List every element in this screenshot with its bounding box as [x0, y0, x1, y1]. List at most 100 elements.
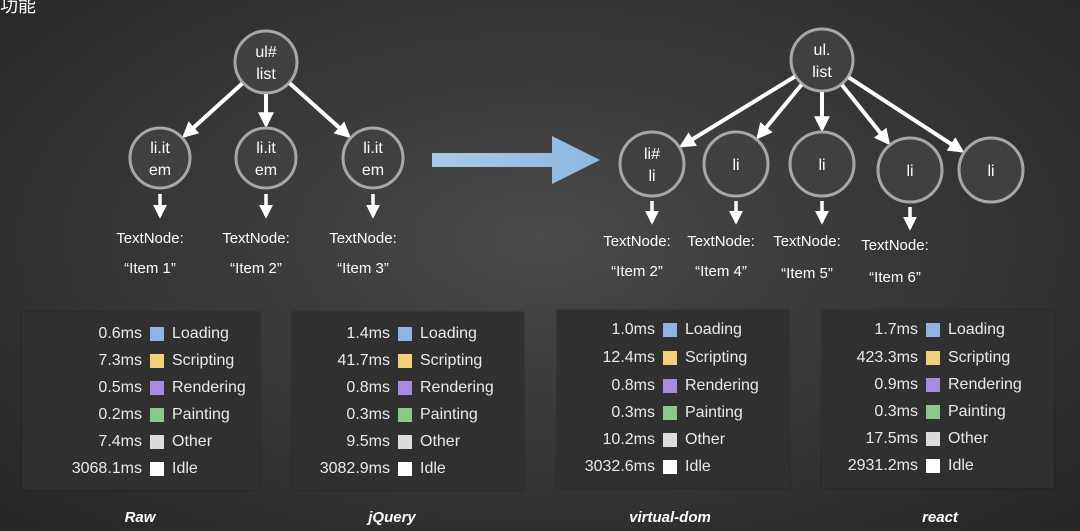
right-item-label-0: “Item 2” [611, 263, 663, 280]
category-label: Other [948, 430, 989, 447]
right-edge-1 [756, 83, 804, 140]
category-label: Loading [685, 321, 742, 338]
category-label: Loading [172, 325, 229, 342]
category-label: Idle [948, 457, 974, 474]
legend-swatch-loading [398, 327, 412, 341]
legend-swatch-idle [663, 460, 677, 474]
right-child-node-0-label-1: li [648, 168, 655, 185]
right-item-label-1: “Item 4” [695, 263, 747, 280]
right-child-node-0-label-0: li# [644, 146, 660, 163]
left-textnode-label-1: TextNode: [222, 230, 290, 247]
timing-value: 0.9ms [874, 376, 918, 393]
category-label: Painting [948, 403, 1006, 420]
timing-row-rendering: 0.8ms Rendering [557, 376, 789, 403]
right-root-node [789, 27, 855, 93]
timing-value: 17.5ms [865, 430, 918, 447]
left-child-node-1-label-1: em [255, 162, 277, 179]
category-label: Other [685, 431, 726, 448]
timing-value: 0.3ms [874, 403, 918, 420]
legend-swatch-other [150, 435, 164, 449]
category-label: Other [420, 433, 461, 450]
left-child-node-2-label-0: li.it [363, 140, 383, 157]
legend-swatch-other [398, 435, 412, 449]
corner-title-fragment: 功能 [0, 0, 36, 16]
timing-value: 0.8ms [611, 377, 655, 394]
category-label: Painting [685, 404, 743, 421]
category-label: Rendering [685, 377, 759, 394]
legend-swatch-loading [663, 323, 677, 337]
left-root-node [233, 29, 299, 95]
legend-swatch-other [926, 432, 940, 446]
timing-row-loading: 1.0ms Loading [557, 320, 789, 347]
category-label: Loading [948, 321, 1005, 338]
right-edge-3 [840, 83, 891, 146]
category-label: Other [172, 433, 213, 450]
timing-value: 3068.1ms [71, 460, 142, 477]
left-child-node-0-label-1: em [149, 162, 171, 179]
timing-row-painting: 0.2ms Painting [22, 405, 260, 432]
legend-swatch-painting [663, 406, 677, 420]
right-child-node-4 [957, 136, 1025, 204]
legend-swatch-rendering [926, 378, 940, 392]
legend-swatch-rendering [398, 381, 412, 395]
timing-value: 10.2ms [602, 431, 655, 448]
category-label: Idle [172, 460, 198, 477]
timing-value: 41.7ms [337, 352, 390, 369]
right-child-node-3-label-0: li [906, 163, 913, 180]
timing-value: 0.5ms [98, 379, 142, 396]
category-label: Painting [172, 406, 230, 423]
left-edge-0 [182, 81, 244, 138]
timing-value: 423.3ms [856, 349, 918, 366]
right-root-node-label-1: list [812, 64, 832, 81]
left-edge-2 [288, 81, 351, 139]
left-root-node-label-0: ul# [255, 44, 276, 61]
right-child-node-3 [876, 136, 944, 204]
right-textnode-label-0: TextNode: [603, 233, 671, 250]
right-child-node-1 [702, 130, 770, 198]
timing-row-scripting: 41.7ms Scripting [292, 351, 524, 378]
panel-caption: virtual-dom [629, 509, 711, 526]
timing-row-painting: 0.3ms Painting [557, 403, 789, 430]
category-label: Painting [420, 406, 478, 423]
timing-value: 0.3ms [611, 404, 655, 421]
panel-caption: jQuery [368, 509, 416, 526]
timing-row-rendering: 0.9ms Rendering [822, 375, 1054, 402]
left-item-label-1: “Item 2” [230, 260, 282, 277]
category-label: Rendering [948, 376, 1022, 393]
right-textnode-label-3: TextNode: [861, 237, 929, 254]
timing-value: 0.3ms [346, 406, 390, 423]
right-child-node-2-label-0: li [818, 157, 825, 174]
legend-swatch-scripting [926, 351, 940, 365]
legend-swatch-idle [926, 459, 940, 473]
category-label: Scripting [685, 349, 748, 366]
left-child-node-1 [234, 126, 298, 190]
right-textnode-label-2: TextNode: [773, 233, 841, 250]
left-child-node-0-label-0: li.it [150, 140, 170, 157]
left-child-node-1-label-0: li.it [256, 140, 276, 157]
category-label: Idle [420, 460, 446, 477]
legend-swatch-other [663, 433, 677, 447]
timing-row-other: 10.2ms Other [557, 430, 789, 457]
left-root-node-label-1: list [256, 66, 276, 83]
panel-caption: react [922, 509, 958, 526]
category-label: Scripting [420, 352, 483, 369]
left-textnode-label-2: TextNode: [329, 230, 397, 247]
timing-value: 1.0ms [611, 321, 655, 338]
legend-swatch-scripting [398, 354, 412, 368]
legend-swatch-idle [398, 462, 412, 476]
legend-swatch-rendering [150, 381, 164, 395]
category-label: Loading [420, 325, 477, 342]
timing-value: 0.2ms [98, 406, 142, 423]
timing-value: 3032.6ms [584, 458, 655, 475]
